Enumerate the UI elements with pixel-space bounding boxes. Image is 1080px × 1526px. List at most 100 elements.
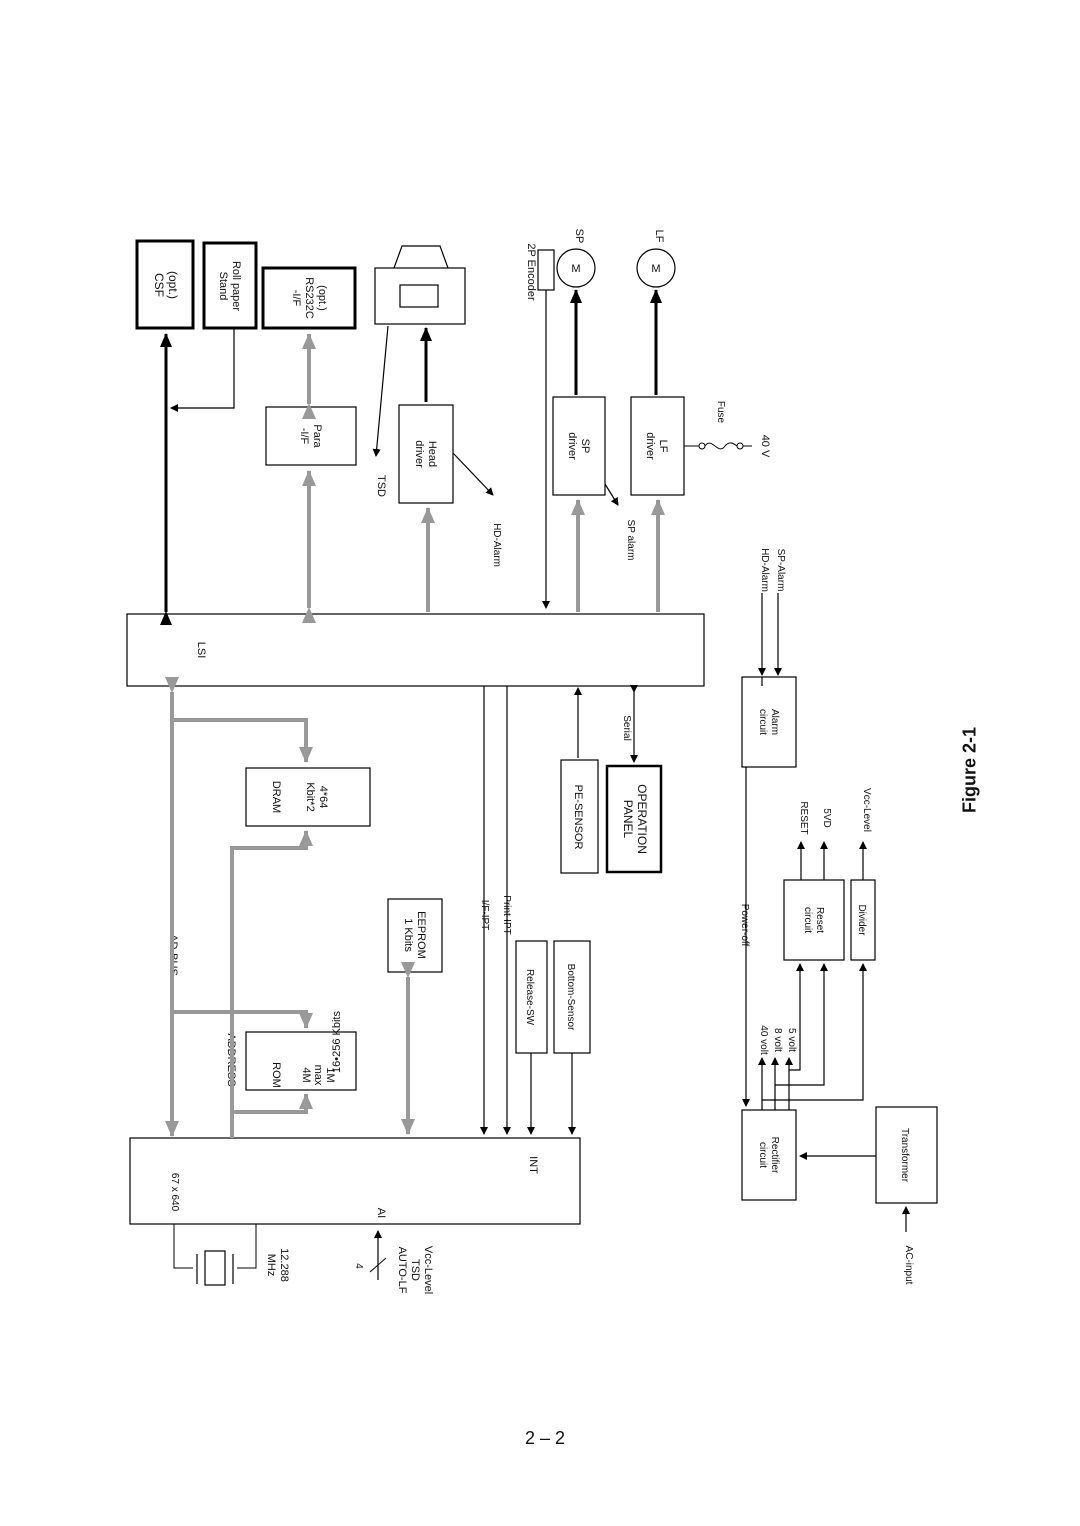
five-volt-label: 5 volt	[786, 1028, 797, 1052]
release-sw-block: Release-SW	[515, 940, 548, 1054]
sp-driver-line-1: SP	[579, 439, 591, 454]
rom-note: 16•256 Kbits	[331, 1011, 343, 1073]
reset-label: RESET	[798, 801, 809, 834]
cpu-block: 67 x 640 INT AI	[129, 1137, 581, 1225]
bottom-sensor-block: Bottom-Sensor	[553, 940, 591, 1054]
cpu-int-label: INT	[527, 1156, 539, 1174]
rectifier-line-1: Rectifier	[769, 1137, 780, 1174]
crystal-freq: 12.288	[278, 1248, 290, 1282]
lf-motor-icon: M	[636, 248, 676, 288]
forty-v-label: 40 V	[759, 435, 771, 458]
reset-circuit-line-2: circuit	[802, 907, 813, 933]
rom-label: ROM	[270, 1062, 282, 1088]
page-number: 2 – 2	[524, 1428, 566, 1448]
dram-block: DRAM 4*64 Kbit*2	[245, 767, 371, 827]
ai-count-label: 4	[353, 1263, 364, 1269]
figure-caption: Figure 2-1	[930, 700, 1010, 840]
lsi-block: LSI	[126, 613, 705, 687]
operation-panel-line-2: PANEL	[621, 800, 635, 839]
eight-volt-label: 8 volt	[772, 1028, 783, 1052]
release-sw-label: Release-SW	[524, 969, 535, 1026]
gray-bus-lines	[165, 333, 665, 1138]
sp-motor-label: SP	[573, 229, 585, 244]
pe-sensor-label: PE-SENSOR	[572, 785, 584, 850]
sp-driver-block: SP driver	[552, 396, 606, 496]
eeprom-line-2: 1 Kbits	[402, 918, 414, 952]
serial-label: Serial	[621, 715, 632, 741]
operation-panel-line-1: OPERATION	[635, 784, 649, 854]
encoder-block	[537, 249, 555, 291]
crystal-unit: MHz	[265, 1254, 277, 1277]
alarm-circuit-block: Alarm circuit	[741, 676, 797, 768]
dram-size-line-2: Kbit*2	[304, 782, 316, 811]
ac-input-label: AC-input	[903, 1246, 914, 1285]
hd-alarm-label: HD-Alarm	[491, 523, 502, 567]
divider-label: Divider	[856, 904, 867, 936]
thin-black-lines	[170, 290, 910, 1232]
rs232c-line-1: (opt.)	[316, 285, 328, 311]
sp-driver-line-2: driver	[566, 432, 578, 460]
fuse-label: Fuse	[715, 401, 726, 424]
roll-paper-line-1: Roll paper	[230, 261, 242, 311]
rom-size-4m: 4M	[300, 1067, 312, 1082]
print-head-icon	[374, 245, 466, 325]
head-driver-line-1: Head	[426, 441, 438, 467]
eeprom-line-1: EEPROM	[415, 911, 427, 959]
cpu-model-label: 67 x 640	[169, 1173, 180, 1212]
lf-driver-line-2: driver	[644, 432, 656, 460]
operation-panel-block: OPERATION PANEL	[605, 764, 663, 874]
forty-volt-label: 40 volt	[758, 1025, 769, 1055]
ai-input-vcc: Vcc-Level	[422, 1246, 434, 1294]
rom-block: ROM 1M max 4M 16•256 Kbits	[245, 1011, 357, 1091]
roll-paper-stand-block: Roll paper Stand	[202, 241, 258, 330]
sp-alarm-in-label: SP-Alarm	[775, 549, 786, 592]
rom-size-1m: 1M	[324, 1067, 336, 1082]
fuse-symbol	[684, 442, 752, 450]
alarm-circuit-line-2: circuit	[757, 709, 768, 735]
rs232c-line-2: RS232C	[303, 277, 315, 319]
reset-circuit-block: Reset circuit	[783, 879, 845, 961]
rectifier-line-2: circuit	[757, 1142, 768, 1168]
figure-caption-text: Figure 2-1	[959, 726, 980, 814]
sp-motor-m: M	[571, 263, 580, 275]
sp-alarm-label: SP alarm	[625, 520, 636, 561]
head-driver-line-2: driver	[413, 440, 425, 468]
ai-input-tsd: TSD	[409, 1259, 421, 1281]
dram-size-line-1: 4*64	[317, 786, 329, 809]
lf-motor-m: M	[651, 263, 660, 275]
reset-circuit-line-1: Reset	[814, 907, 825, 933]
eeprom-block: EEPROM 1 Kbits	[387, 898, 443, 973]
para-if-line-2: -I/F	[298, 428, 310, 445]
ai-bus-slash	[369, 1257, 387, 1273]
bottom-sensor-label: Bottom-Sensor	[565, 964, 576, 1031]
roll-paper-line-2: Stand	[217, 272, 229, 301]
transformer-block: Transformer	[875, 1106, 938, 1204]
cpu-ai-label: AI	[375, 1208, 387, 1218]
crystal-symbol	[173, 1224, 257, 1286]
power-off-label: Power-off	[739, 904, 750, 947]
rectifier-block: Rectifier circuit	[741, 1109, 797, 1201]
pe-sensor-block: PE-SENSOR	[560, 759, 599, 874]
five-vd-label: 5VD	[821, 808, 832, 827]
para-if-line-1: Para	[311, 424, 323, 448]
ai-input-auto-lf: AUTO-LF	[396, 1247, 408, 1294]
dram-label: DRAM	[270, 781, 282, 813]
vcc-level-out-label: Vcc-Level	[861, 788, 872, 832]
rs232c-block: (opt.) RS232C -I/F	[261, 266, 357, 330]
lf-motor-label: LF	[653, 230, 665, 243]
sp-motor-icon: M	[556, 248, 596, 288]
lsi-label: LSI	[195, 642, 207, 659]
rs232c-line-3: -I/F	[290, 290, 302, 307]
csf-block: (opt.) CSF	[135, 239, 195, 330]
alarm-circuit-line-1: Alarm	[769, 709, 780, 735]
divider-block: Divider	[850, 879, 876, 961]
lf-driver-line-1: LF	[657, 440, 669, 453]
csf-line-2: CSF	[152, 273, 166, 297]
head-driver-block: Head driver	[398, 404, 454, 504]
lf-driver-block: LF driver	[630, 396, 685, 496]
rom-size-max: max	[312, 1065, 324, 1086]
csf-line-1: (opt.)	[166, 271, 180, 299]
two-p-encoder-label: 2P Encoder	[525, 243, 537, 301]
para-if-block: Para -I/F	[265, 406, 357, 466]
